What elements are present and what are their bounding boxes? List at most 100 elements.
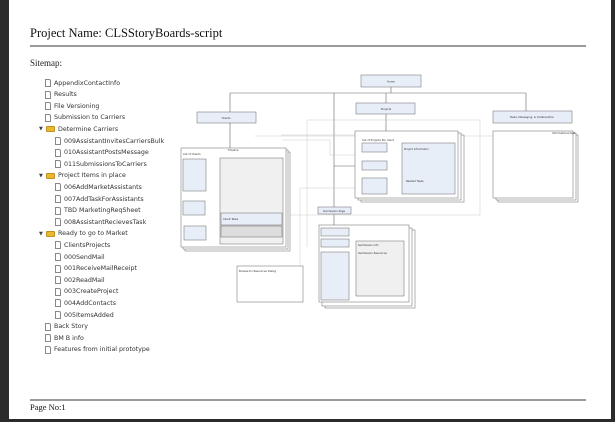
header-divider [30, 45, 586, 47]
submission-page-node [317, 206, 352, 215]
sitemap-page[interactable]: 004AddContacts [55, 298, 116, 309]
sitemap-page[interactable]: 003CreateProject [55, 286, 119, 297]
projects-label: Projects [381, 107, 392, 111]
page-icon [55, 183, 61, 192]
sitemap-page[interactable]: 006AddMarketAssistants [55, 182, 142, 193]
footer-divider [30, 399, 586, 401]
sitemap-item-label: 011SubmissionsToCarriers [64, 160, 147, 168]
page-icon [45, 102, 51, 111]
page-icon [45, 79, 51, 87]
home-label: Home [387, 80, 395, 84]
page-number: Page No:1 [30, 402, 66, 412]
informational-text-label: Informational text [552, 131, 575, 135]
sitemap-page[interactable]: 007AddTaskForAssistants [55, 194, 144, 205]
sitemap-page[interactable]: 001ReceiveMailReceipt [55, 263, 137, 274]
page-icon [55, 160, 61, 169]
sitemap-page[interactable]: 008AssistantRecievesTask [55, 217, 146, 228]
sitemap-item-label: 004AddContacts [64, 299, 116, 307]
page-icon [45, 90, 51, 99]
folder-icon [46, 230, 55, 237]
page-icon [55, 287, 61, 296]
page-icon [55, 195, 61, 203]
sitemap-folder[interactable]: ▼ Project Items in place [39, 170, 126, 181]
browse-dialog [236, 265, 304, 303]
sitemap-page[interactable]: BM B info [45, 333, 84, 344]
folder-icon [46, 126, 55, 133]
page-icon [55, 148, 61, 157]
timeline-label: Timeline [227, 148, 238, 152]
sitemap-item-label: Results [54, 91, 77, 99]
sitemap-page[interactable]: Back Story [45, 321, 88, 332]
sitemap-item-label: Project Items in place [58, 172, 126, 180]
home-node [360, 74, 422, 88]
page-icon [45, 345, 51, 354]
browse-dialog-label: Browse for Resources Dialog [239, 269, 276, 273]
sitemap-item-label: 002ReadMail [64, 276, 105, 284]
sitemap-item-label: Features from initial prototype [54, 346, 150, 354]
sitemap-item-label: Submission to Carriers [54, 114, 126, 122]
expand-arrow-icon[interactable]: ▼ [39, 172, 43, 179]
related-tasks-label: Related Tasks [406, 179, 424, 183]
clients-node [196, 111, 257, 124]
sitemap-item-label: TBD MarketingReqSheet [64, 207, 141, 215]
submission-info-label: Submission Info [358, 243, 379, 247]
sitemap-item-label: 001ReceiveMailReceipt [64, 265, 137, 273]
sitemap-folder[interactable]: ▼ Determine Carriers [39, 124, 118, 135]
page-icon [55, 206, 61, 215]
sitemap-page[interactable]: Features from initial prototype [45, 344, 150, 355]
sitemap-item-label: Back Story [54, 323, 88, 331]
sitemap-page[interactable]: File Versioning [45, 101, 99, 112]
sitemap-item-label: 005ItemsAdded [64, 311, 114, 319]
page-icon [55, 311, 61, 319]
sitemap-item-label: 009AssistantInvitesCarriersBulk [64, 137, 165, 145]
sitemap-page[interactable]: Submission to Carriers [45, 112, 125, 123]
list-of-clients-label: List of Clients [183, 152, 201, 156]
sitemap-page[interactable]: 002ReadMail [55, 275, 105, 286]
sitemap-item-label: File Versioning [54, 102, 100, 110]
sitemap-page[interactable]: 000SendMail [55, 252, 105, 263]
sitemap-folder[interactable]: ▼ Ready to go to Market [39, 228, 128, 239]
sitemap-item-label: Determine Carriers [58, 125, 119, 133]
page-icon [55, 241, 61, 250]
sitemap-label: Sitemap: [30, 58, 62, 68]
sitemap-item-label: BM B info [54, 334, 84, 342]
page-icon [45, 113, 51, 122]
sitemap-item-label: Ready to go to Market [58, 230, 128, 238]
sitemap-item-label: 000SendMail [64, 253, 105, 261]
page-title: Project Name: CLSStoryBoards-script [30, 26, 223, 40]
client-tasks-label: Client Tasks [223, 217, 239, 221]
sitemap-page[interactable]: 010AssistantPostsMessage [55, 147, 149, 158]
sitemap-page[interactable]: 009AssistantInvitesCarriersBulk [55, 136, 164, 147]
sitemap-page[interactable]: AppendixContactInfo [45, 78, 120, 89]
expand-arrow-icon[interactable]: ▼ [39, 126, 43, 133]
page-icon [55, 253, 61, 261]
list-of-projects-label: List of Projects Per client [362, 138, 394, 142]
sitemap-item-label: 006AddMarketAssistants [64, 183, 142, 191]
sitemap-item-label: 007AddTaskForAssistants [64, 195, 144, 203]
page-icon [55, 264, 61, 273]
tasks-page [492, 130, 574, 199]
page-icon [45, 334, 51, 343]
sitemap-page[interactable]: 011SubmissionsToCarriers [55, 159, 147, 170]
sitemap-page[interactable]: 005ItemsAdded [55, 310, 114, 321]
submission-resources-label: Submission Resources [358, 251, 388, 255]
page-icon [55, 299, 61, 308]
sitemap-item-label: ClientsProjects [64, 241, 111, 249]
page-icon [55, 218, 61, 227]
projects-node [355, 102, 416, 115]
sitemap-page[interactable]: ClientsProjects [55, 240, 110, 251]
tasks-label: Tasks, Messaging, & Collaboration [510, 115, 555, 119]
sitemap-page[interactable]: TBD MarketingReqSheet [55, 205, 141, 216]
folder-icon [46, 172, 55, 179]
page-icon [55, 276, 61, 285]
sitemap-page[interactable]: Results [45, 89, 77, 100]
expand-arrow-icon[interactable]: ▼ [39, 230, 43, 237]
sitemap-item-label: 008AssistantRecievesTask [64, 218, 147, 226]
page-icon [55, 137, 61, 145]
clients-label: Clients [222, 116, 232, 120]
sitemap-item-label: AppendixContactInfo [54, 79, 121, 87]
document-page [9, 0, 611, 419]
sitemap-item-label: 010AssistantPostsMessage [64, 149, 149, 157]
project-info-label: Project Information [404, 147, 429, 151]
